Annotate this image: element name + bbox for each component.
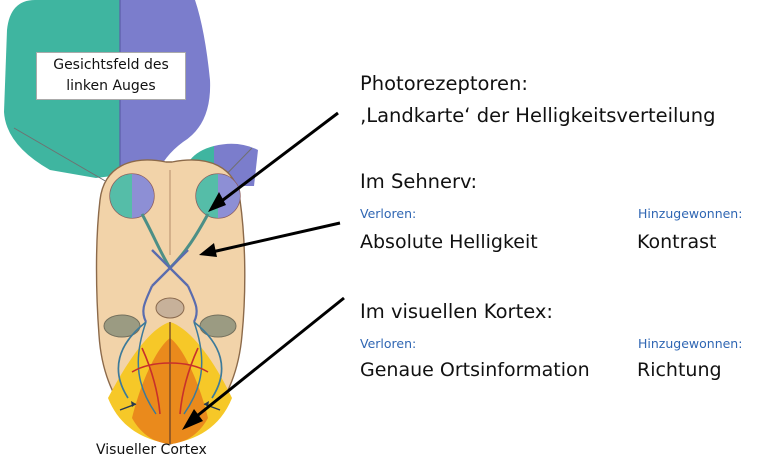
visual-cortex-label: Visueller Cortex — [96, 442, 207, 458]
optic-nerve-gained-label: Hinzugewonnen: — [638, 206, 742, 221]
photoreceptors-subtitle: ‚Landkarte‘ der Helligkeitsverteilung — [360, 104, 716, 128]
left-eyeball — [110, 174, 154, 218]
optic-nerve-gained-value: Kontrast — [637, 231, 716, 253]
visual-cortex-lost-label: Verloren: — [360, 336, 416, 351]
optic-nerve-lost-label: Verloren: — [360, 206, 416, 221]
optic-nerve-lost-value: Absolute Helligkeit — [360, 231, 538, 253]
visual-cortex-title: Im visuellen Kortex: — [360, 300, 553, 324]
visual-cortex-gained-label: Hinzugewonnen: — [638, 336, 742, 351]
visual-cortex-lost-value: Genaue Ortsinformation — [360, 359, 590, 381]
visual-cortex-gained-value: Richtung — [637, 359, 722, 381]
visual-field-label: Gesichtsfeld des linken Auges — [36, 52, 186, 100]
optic-nerve-title: Im Sehnerv: — [360, 170, 477, 194]
photoreceptors-title: Photorezeptoren: — [360, 72, 528, 96]
